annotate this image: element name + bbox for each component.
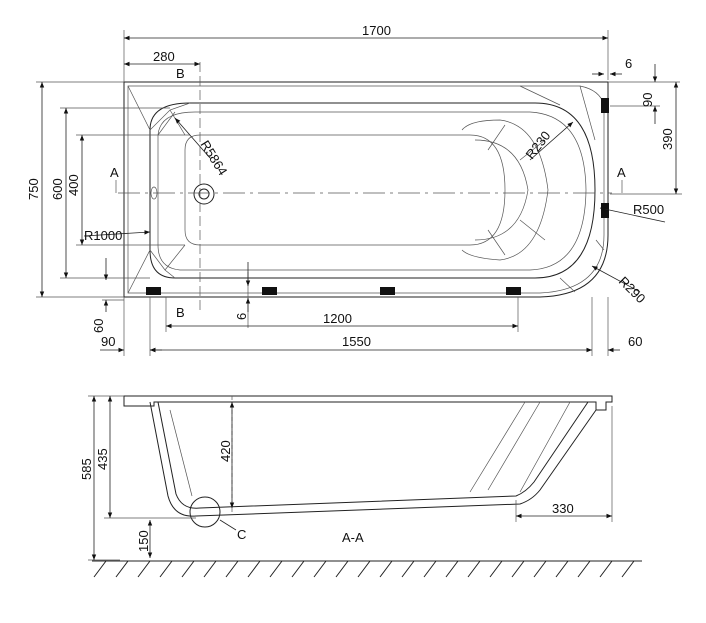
foot <box>380 287 395 295</box>
dim-1550: 1550 <box>342 334 371 349</box>
foot <box>146 287 161 295</box>
dim-330: 330 <box>552 501 574 516</box>
section-mark-a-right: A <box>617 165 626 180</box>
section-view: 420 585 435 150 330 C A-A <box>79 395 642 578</box>
foot <box>262 287 277 295</box>
dim-60-left: 60 <box>91 319 106 333</box>
dim-r5864: R5864 <box>197 138 230 178</box>
dim-585: 585 <box>79 458 94 480</box>
tub-outline <box>123 81 609 298</box>
dim-6-bottom: 6 <box>234 313 249 320</box>
section-mark-b-top: B <box>176 66 185 81</box>
section-mark-b-bottom: B <box>176 305 185 320</box>
foot <box>506 287 521 295</box>
dim-6-top: 6 <box>625 56 632 71</box>
plan-view: A A B B 1700 280 6 750 600 400 <box>26 23 682 356</box>
dim-400: 400 <box>66 174 81 196</box>
section-label: A-A <box>342 530 364 545</box>
dim-r290: R290 <box>616 274 649 307</box>
dim-1200: 1200 <box>323 311 352 326</box>
dim-r500: R500 <box>633 202 664 217</box>
dim-1700: 1700 <box>362 23 391 38</box>
basin-outline <box>149 102 596 279</box>
dim-60-right: 60 <box>628 334 642 349</box>
dim-390: 390 <box>660 128 675 150</box>
dim-750: 750 <box>26 178 41 200</box>
dim-r230: R230 <box>523 128 554 162</box>
foot <box>601 98 609 113</box>
section-mark-a-left: A <box>110 165 119 180</box>
dim-420: 420 <box>218 440 233 462</box>
detail-c-label: C <box>237 527 246 542</box>
dim-r1000: R1000 <box>84 228 122 243</box>
dim-90-right: 90 <box>640 93 655 107</box>
drain-icon <box>193 183 215 205</box>
dim-435: 435 <box>95 448 110 470</box>
dim-90-bottom: 90 <box>101 334 115 349</box>
dim-150: 150 <box>136 530 151 552</box>
dim-600: 600 <box>50 178 65 200</box>
foot <box>601 203 609 218</box>
detail-c-circle <box>189 496 221 528</box>
section-shell <box>149 401 597 517</box>
floor-hatching <box>93 560 635 578</box>
dim-280: 280 <box>153 49 175 64</box>
